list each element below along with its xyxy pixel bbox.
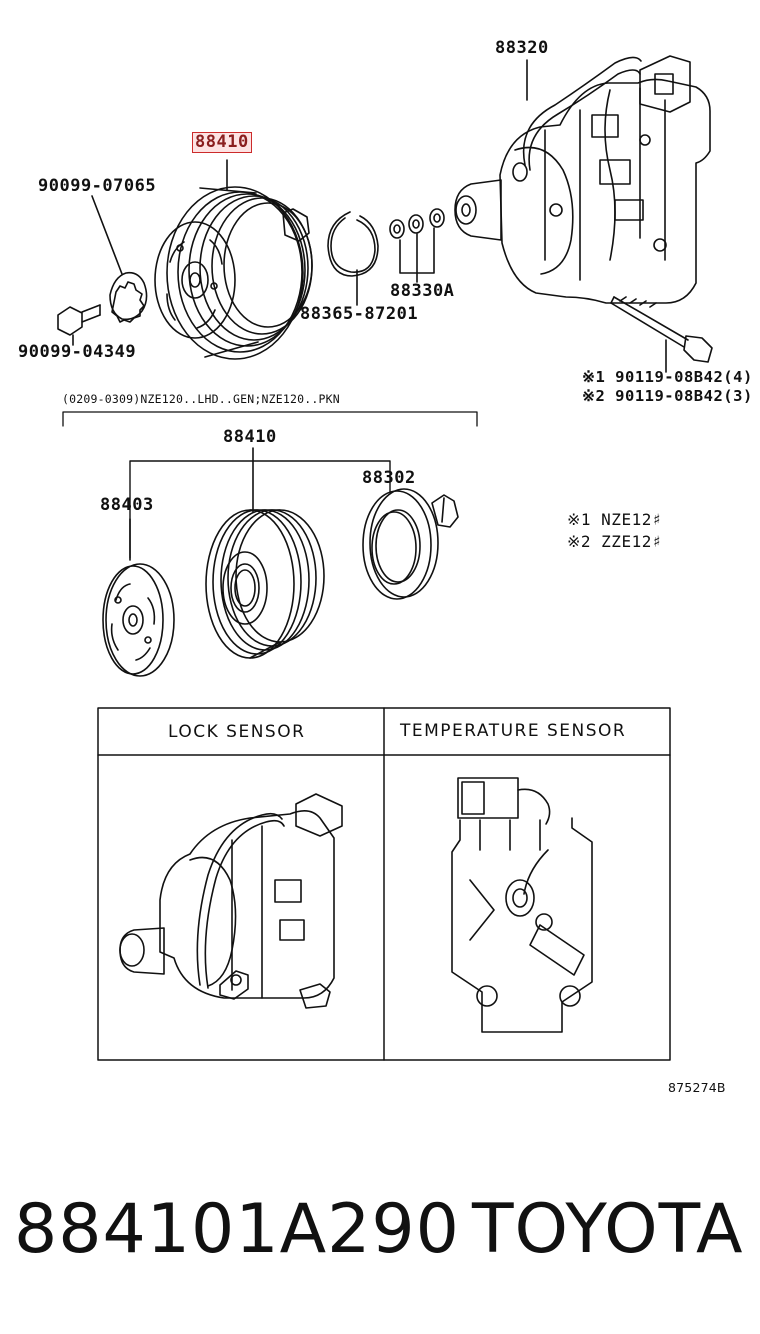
lock-sensor-title: LOCK SENSOR — [168, 722, 306, 742]
label-88403[interactable]: 88403 — [100, 495, 154, 515]
label-88330A[interactable]: 88330A — [390, 281, 455, 301]
label-88320[interactable]: 88320 — [495, 38, 549, 58]
label-88410-highlighted[interactable]: 88410 — [192, 132, 252, 153]
shims-drawing — [389, 208, 445, 283]
lock-sensor-compressor-drawing — [119, 793, 343, 1009]
field-coil-drawing — [362, 488, 459, 600]
group-applicability-note: (0209-0309)NZE120..LHD..GEN;NZE120..PKN — [62, 392, 340, 406]
group-leader-lines — [129, 460, 391, 559]
clutch-hub-drawing — [102, 563, 175, 677]
group-bracket — [62, 411, 478, 427]
washer-drawing — [91, 195, 148, 323]
snap-ring-drawing — [327, 211, 379, 306]
compressor-drawing — [454, 55, 711, 304]
temperature-sensor-title: TEMPERATURE SENSOR — [400, 721, 627, 741]
small-bolt-drawing — [57, 304, 101, 346]
label-90099-07065[interactable]: 90099-07065 — [38, 176, 157, 196]
long-bolt-drawing — [610, 296, 713, 373]
legend-zze: ※2 ZZE12♯ — [567, 532, 662, 551]
legend-nze: ※1 NZE12♯ — [567, 510, 662, 529]
pulley-assembly-drawing — [154, 159, 313, 360]
label-88365-87201[interactable]: 88365-87201 — [300, 304, 419, 324]
sensor-panel-frame — [97, 707, 671, 1061]
label-90099-04349[interactable]: 90099-04349 — [18, 342, 137, 362]
pulley-group-drawing — [205, 509, 325, 659]
temperature-sensor-compressor-drawing — [451, 777, 593, 1033]
footer-brand: TOYOTA — [472, 1190, 744, 1269]
label-88410-group[interactable]: 88410 — [223, 427, 277, 447]
label-bolt-zze[interactable]: ※2 90119-08B42(3) — [582, 387, 753, 405]
label-88302[interactable]: 88302 — [362, 468, 416, 488]
footer-part-number: 884101A290 — [14, 1190, 460, 1269]
illustration-code: 875274B — [668, 1080, 726, 1095]
label-bolt-nze[interactable]: ※1 90119-08B42(4) — [582, 368, 753, 386]
